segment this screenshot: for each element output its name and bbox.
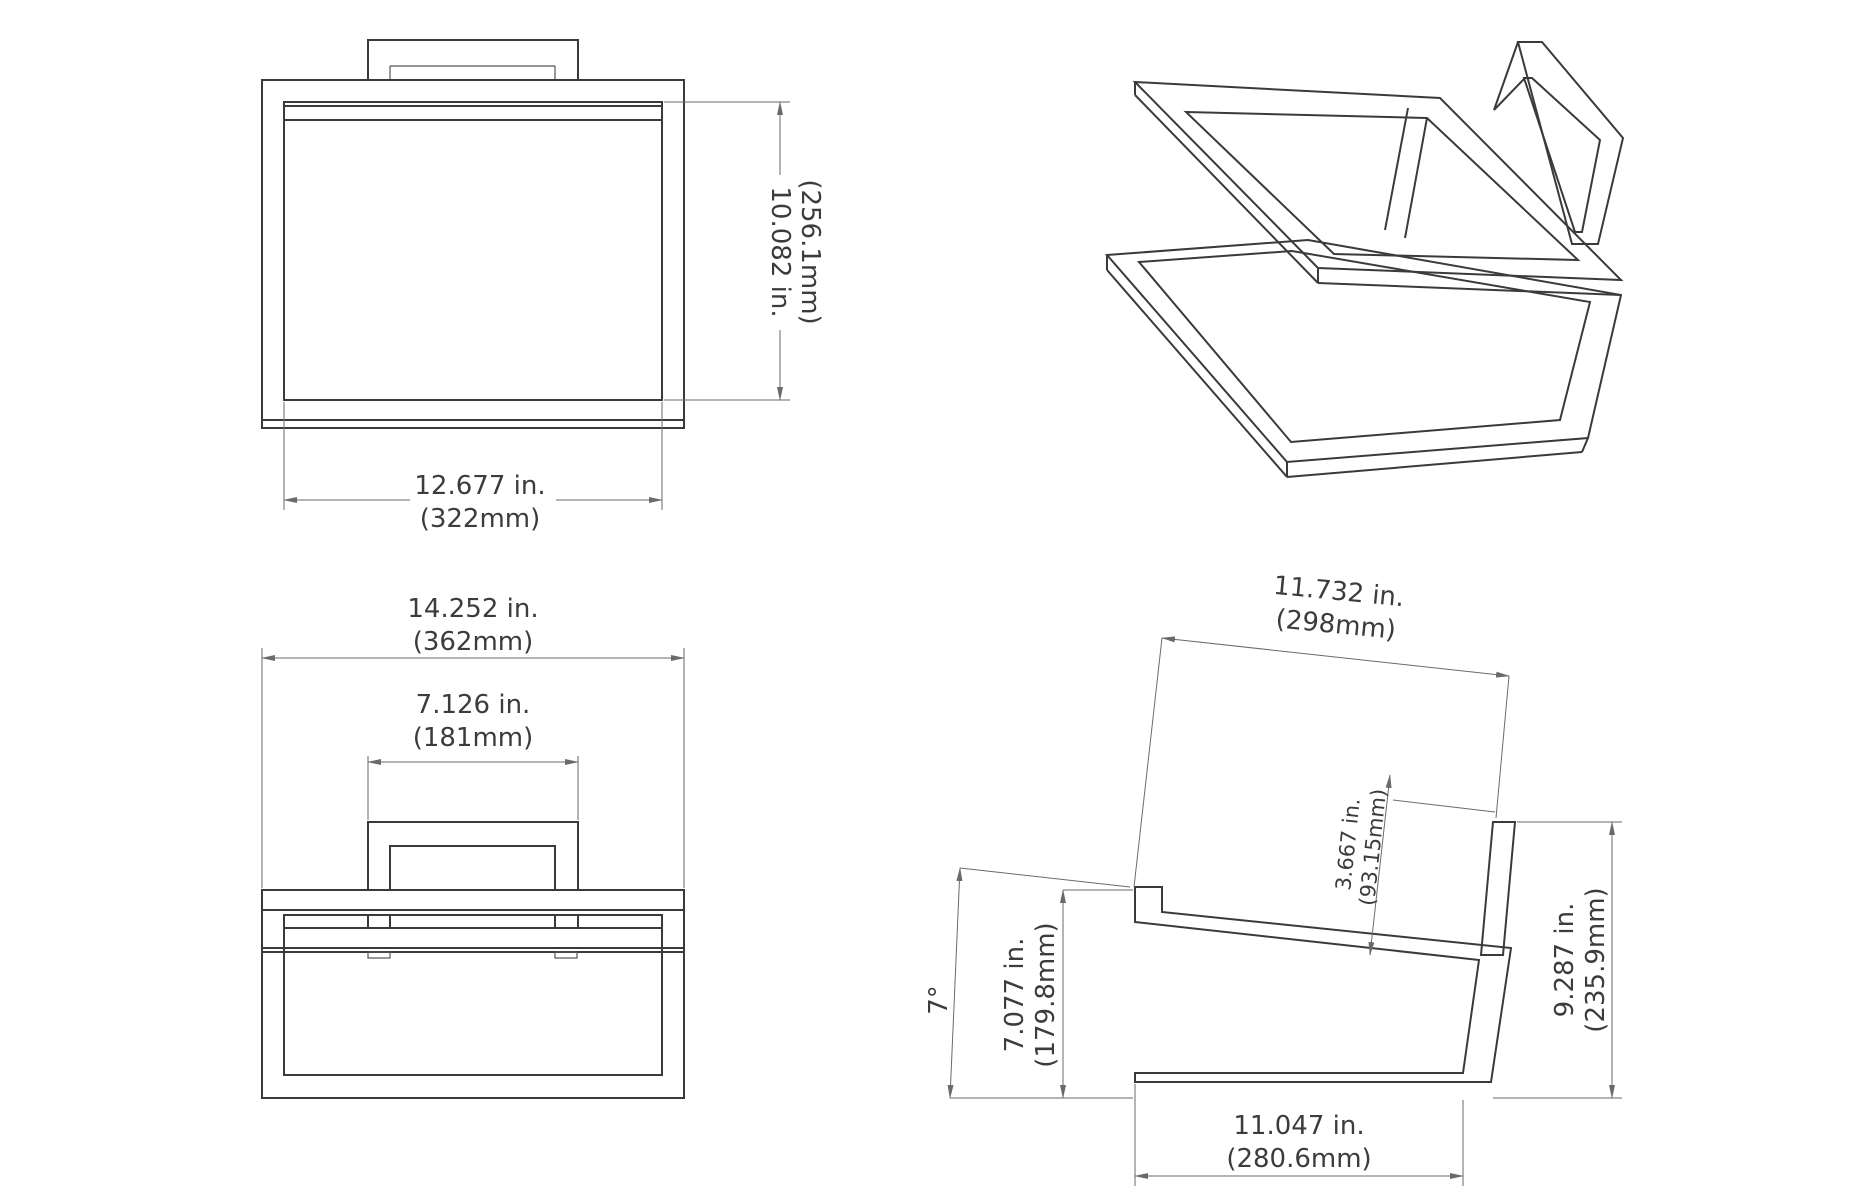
rear-outer-frame <box>261 889 685 1099</box>
handle-width-mm-label: (181mm) <box>413 723 534 753</box>
base-length-in-label: 11.047 in. <box>1233 1111 1364 1141</box>
isometric-view <box>1104 41 1625 478</box>
overall-width-in-label: 14.252 in. <box>407 594 538 624</box>
base-length-mm-label: (280.6mm) <box>1226 1144 1371 1174</box>
front-height-side-in-label: 7.077 in. <box>1000 938 1030 1053</box>
front-view: 12.677 in. (322mm) 10.082 in. (256.1mm) <box>261 39 825 534</box>
side-profile <box>1134 886 1513 1083</box>
front-height-in-label: 10.082 in. <box>765 186 795 317</box>
handle-top <box>367 39 579 81</box>
front-height-side-mm-label: (179.8mm) <box>1031 922 1061 1067</box>
front-height-mm-label: (256.1mm) <box>795 179 825 324</box>
handle-width-in-label: 7.126 in. <box>416 690 531 720</box>
top-view: 14.252 in. (362mm) 7.126 in. (181mm) <box>261 594 685 1099</box>
front-width-mm-label: (322mm) <box>420 504 541 534</box>
side-back-plate <box>1479 821 1517 956</box>
front-inner-panel <box>283 101 663 401</box>
back-height-in-label: 9.287 in. <box>1550 903 1580 1018</box>
overall-width-mm-label: (362mm) <box>413 627 534 657</box>
side-view: 11.732 in. (298mm) 3.667 in. (93.15mm) 7… <box>924 571 1622 1186</box>
handle-rear <box>367 821 579 891</box>
angle-label: 7° <box>924 985 954 1015</box>
back-height-mm-label: (235.9mm) <box>1581 887 1611 1032</box>
front-width-in-label: 12.677 in. <box>414 471 545 501</box>
front-outer-frame <box>261 79 685 429</box>
